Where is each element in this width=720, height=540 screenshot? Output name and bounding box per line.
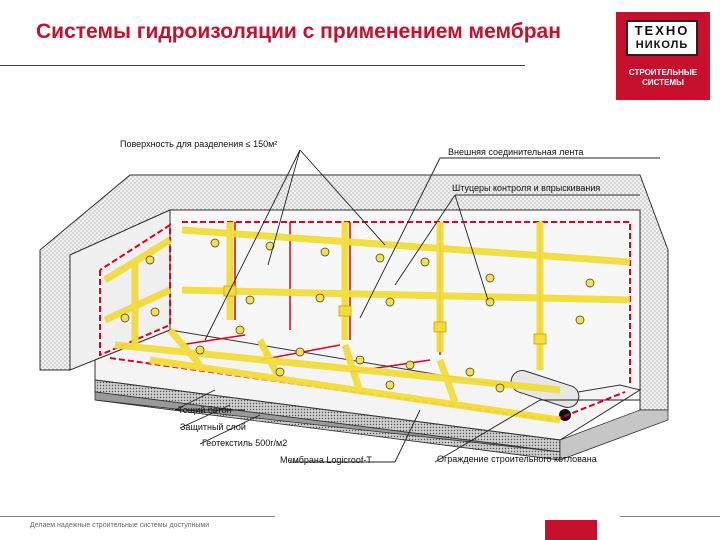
- label-fittings: Штуцеры контроля и впрыскивания: [452, 183, 601, 193]
- label-pit-fence: Ограждение строительного котлована: [437, 454, 597, 464]
- footer-slogan: Делаем надежные строительные системы дос…: [30, 522, 210, 529]
- connection-tapes: [103, 222, 631, 424]
- label-lean-concrete: Тощий бетон: [178, 405, 232, 415]
- label-membrane: Мембрана Logicroof-T: [280, 455, 372, 465]
- leader-lines: [174, 149, 660, 463]
- logo-line2: НИКОЛЬ: [635, 39, 689, 51]
- logo-subtitle-line2: СИСТЕМЫ: [642, 78, 684, 87]
- right-base: [559, 409, 669, 461]
- page-title: Системы гидроизоляции с применением мемб…: [36, 20, 561, 43]
- footer-divider-left: [0, 516, 275, 517]
- logo-subtitle-line1: СТРОИТЕЛЬНЫЕ: [628, 68, 698, 77]
- tekhnonikol-logo: ТЕХНО НИКОЛЬ СТРОИТЕЛЬНЫЕ СИСТЕМЫ: [616, 12, 710, 100]
- label-geotextile: Геотекстиль 500г/м2: [202, 438, 288, 448]
- footer-accent-block: [545, 520, 597, 540]
- label-protective-layer: Защитный слой: [180, 422, 246, 432]
- label-surface: Поверхность для разделения ≤ 150м²: [120, 139, 278, 149]
- label-outer-tape: Внешняя соединительная лента: [448, 147, 584, 157]
- logo-line1: ТЕХНО: [634, 23, 690, 38]
- footer-divider-right: [620, 516, 720, 517]
- logo-wordmark: ТЕХНО НИКОЛЬ: [626, 20, 698, 56]
- logo-subtitle: СТРОИТЕЛЬНЫЕ СИСТЕМЫ: [616, 68, 710, 88]
- title-divider: [0, 65, 525, 66]
